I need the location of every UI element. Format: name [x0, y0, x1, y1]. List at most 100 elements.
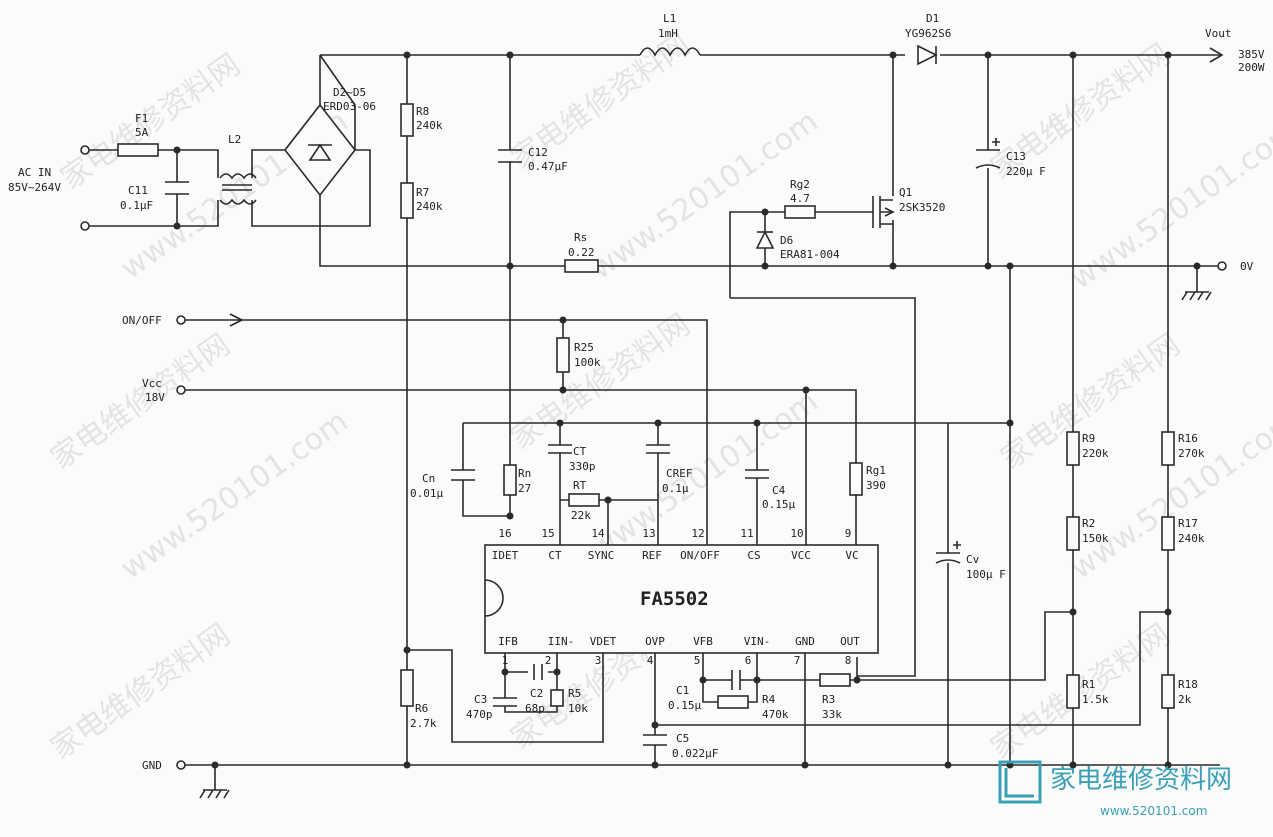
label-d6-value: ERA81-004 [780, 248, 840, 261]
label-r16: R16 [1178, 432, 1198, 445]
label-rg2-value: 4.7 [790, 192, 810, 205]
pin-number: 15 [541, 527, 554, 540]
label-vout-power: 200W [1238, 61, 1265, 74]
pin-number: 13 [642, 527, 655, 540]
label-c11-value: 0.1μF [120, 199, 153, 212]
component-labels: AC IN 85V~264V F1 5A C11 0.1μF L2 D2~D5 … [8, 12, 1265, 772]
terminals [80, 145, 1227, 770]
capacitor-ct [548, 444, 572, 454]
pin-name: SYNC [588, 549, 615, 562]
label-r18-value: 2k [1178, 693, 1192, 706]
watermark-cn: 家电维修资料网 [45, 327, 237, 476]
pin-name: ON/OFF [680, 549, 720, 562]
label-c5-value: 0.022μF [672, 747, 718, 760]
label-rg2: Rg2 [790, 178, 810, 191]
watermark-cn: 家电维修资料网 [45, 617, 237, 766]
label-c1: C1 [676, 684, 689, 697]
logo-url-text: www.520101.com [1100, 804, 1207, 818]
ic-top-pins: 16 IDET 15 CT 14 SYNC 13 REF 12 ON/OFF 1… [492, 527, 859, 562]
label-0v: 0V [1240, 260, 1254, 273]
label-cref-value: 0.1μ [662, 482, 689, 495]
label-r5-value: 10k [568, 702, 588, 715]
resistor-r17 [1161, 516, 1175, 551]
label-r1-value: 1.5k [1082, 693, 1109, 706]
pin-name: CS [747, 549, 760, 562]
resistor-rt [568, 493, 600, 507]
label-r7: R7 [416, 186, 429, 199]
label-r25: R25 [574, 341, 594, 354]
label-r6-value: 2.7k [410, 717, 437, 730]
watermark-cn: 家电维修资料网 [505, 307, 697, 456]
label-c4: C4 [772, 484, 786, 497]
label-rn-value: 27 [518, 482, 531, 495]
pin-number: 9 [845, 527, 852, 540]
watermark-site: www.520101.com [115, 404, 355, 587]
label-f1-value: 5A [135, 126, 149, 139]
ground-symbol-output [1181, 291, 1212, 301]
pin-name: VFB [693, 635, 713, 648]
label-r2: R2 [1082, 517, 1095, 530]
label-r2-value: 150k [1082, 532, 1109, 545]
pin-name: VCC [791, 549, 811, 562]
label-c2-value: 68p [525, 702, 545, 715]
label-rt: RT [573, 479, 587, 492]
mosfet-q1 [872, 196, 895, 228]
ic-name: FA5502 [640, 588, 709, 610]
capacitor-c1 [731, 670, 741, 690]
capacitor-cn [451, 469, 475, 481]
label-c11: C11 [128, 184, 148, 197]
capacitor-c13 [975, 138, 1001, 169]
label-r8-value: 240k [416, 119, 443, 132]
logo-cn-text: 家电维修资料网 [1050, 765, 1232, 795]
label-r9: R9 [1082, 432, 1095, 445]
label-l2: L2 [228, 133, 241, 146]
label-vout-voltage: 385V [1238, 48, 1265, 61]
resistor-rg2 [784, 205, 816, 219]
label-cn-value: 0.01μ [410, 487, 443, 500]
resistor-r18 [1161, 674, 1175, 709]
ic-fa5502: FA5502 [484, 544, 879, 654]
label-ac-in: AC IN [18, 166, 51, 179]
label-f1: F1 [135, 112, 148, 125]
resistor-r25 [556, 337, 570, 373]
label-r4: R4 [762, 693, 776, 706]
book-logo-icon [998, 760, 1042, 804]
wires [85, 54, 1220, 790]
ic-bottom-pins: IFB 1 IIN- 2 VDET 3 OVP 4 VFB 5 VIN- 6 G… [498, 635, 860, 667]
label-rn: Rn [518, 467, 531, 480]
label-d1-value: YG962S6 [905, 27, 951, 40]
resistor-r16 [1161, 431, 1175, 466]
label-q1: Q1 [899, 186, 912, 199]
fuse-f1 [117, 143, 159, 157]
label-c5: C5 [676, 732, 689, 745]
capacitor-c2 [533, 664, 543, 680]
label-r17-value: 240k [1178, 532, 1205, 545]
pin-number: 16 [498, 527, 511, 540]
pin-number: 6 [745, 654, 752, 667]
label-c2: C2 [530, 687, 543, 700]
label-rs: Rs [574, 231, 587, 244]
pin-name: OUT [840, 635, 860, 648]
label-c12: C12 [528, 146, 548, 159]
label-r9-value: 220k [1082, 447, 1109, 460]
site-logo: 家电维修资料网 www.520101.com [998, 760, 1232, 818]
label-c13-value: 220μ F [1006, 165, 1046, 178]
choke-l2 [219, 173, 257, 205]
label-q1-value: 2SK3520 [899, 201, 945, 214]
resistor-r1 [1066, 674, 1080, 709]
label-c4-value: 0.15μ [762, 498, 795, 511]
pin-number: 10 [790, 527, 803, 540]
label-onoff: ON/OFF [122, 314, 162, 327]
pin-number: 2 [545, 654, 552, 667]
junction-dots [173, 51, 1201, 769]
label-vout: Vout [1205, 27, 1232, 40]
pin-number: 12 [691, 527, 704, 540]
capacitor-c4 [745, 469, 769, 479]
label-r5: R5 [568, 687, 581, 700]
capacitor-c3 [493, 697, 517, 707]
watermark-cn: 家电维修资料网 [985, 617, 1177, 766]
resistor-r2 [1066, 516, 1080, 551]
label-rs-value: 0.22 [568, 246, 595, 259]
pin-number: 11 [740, 527, 753, 540]
